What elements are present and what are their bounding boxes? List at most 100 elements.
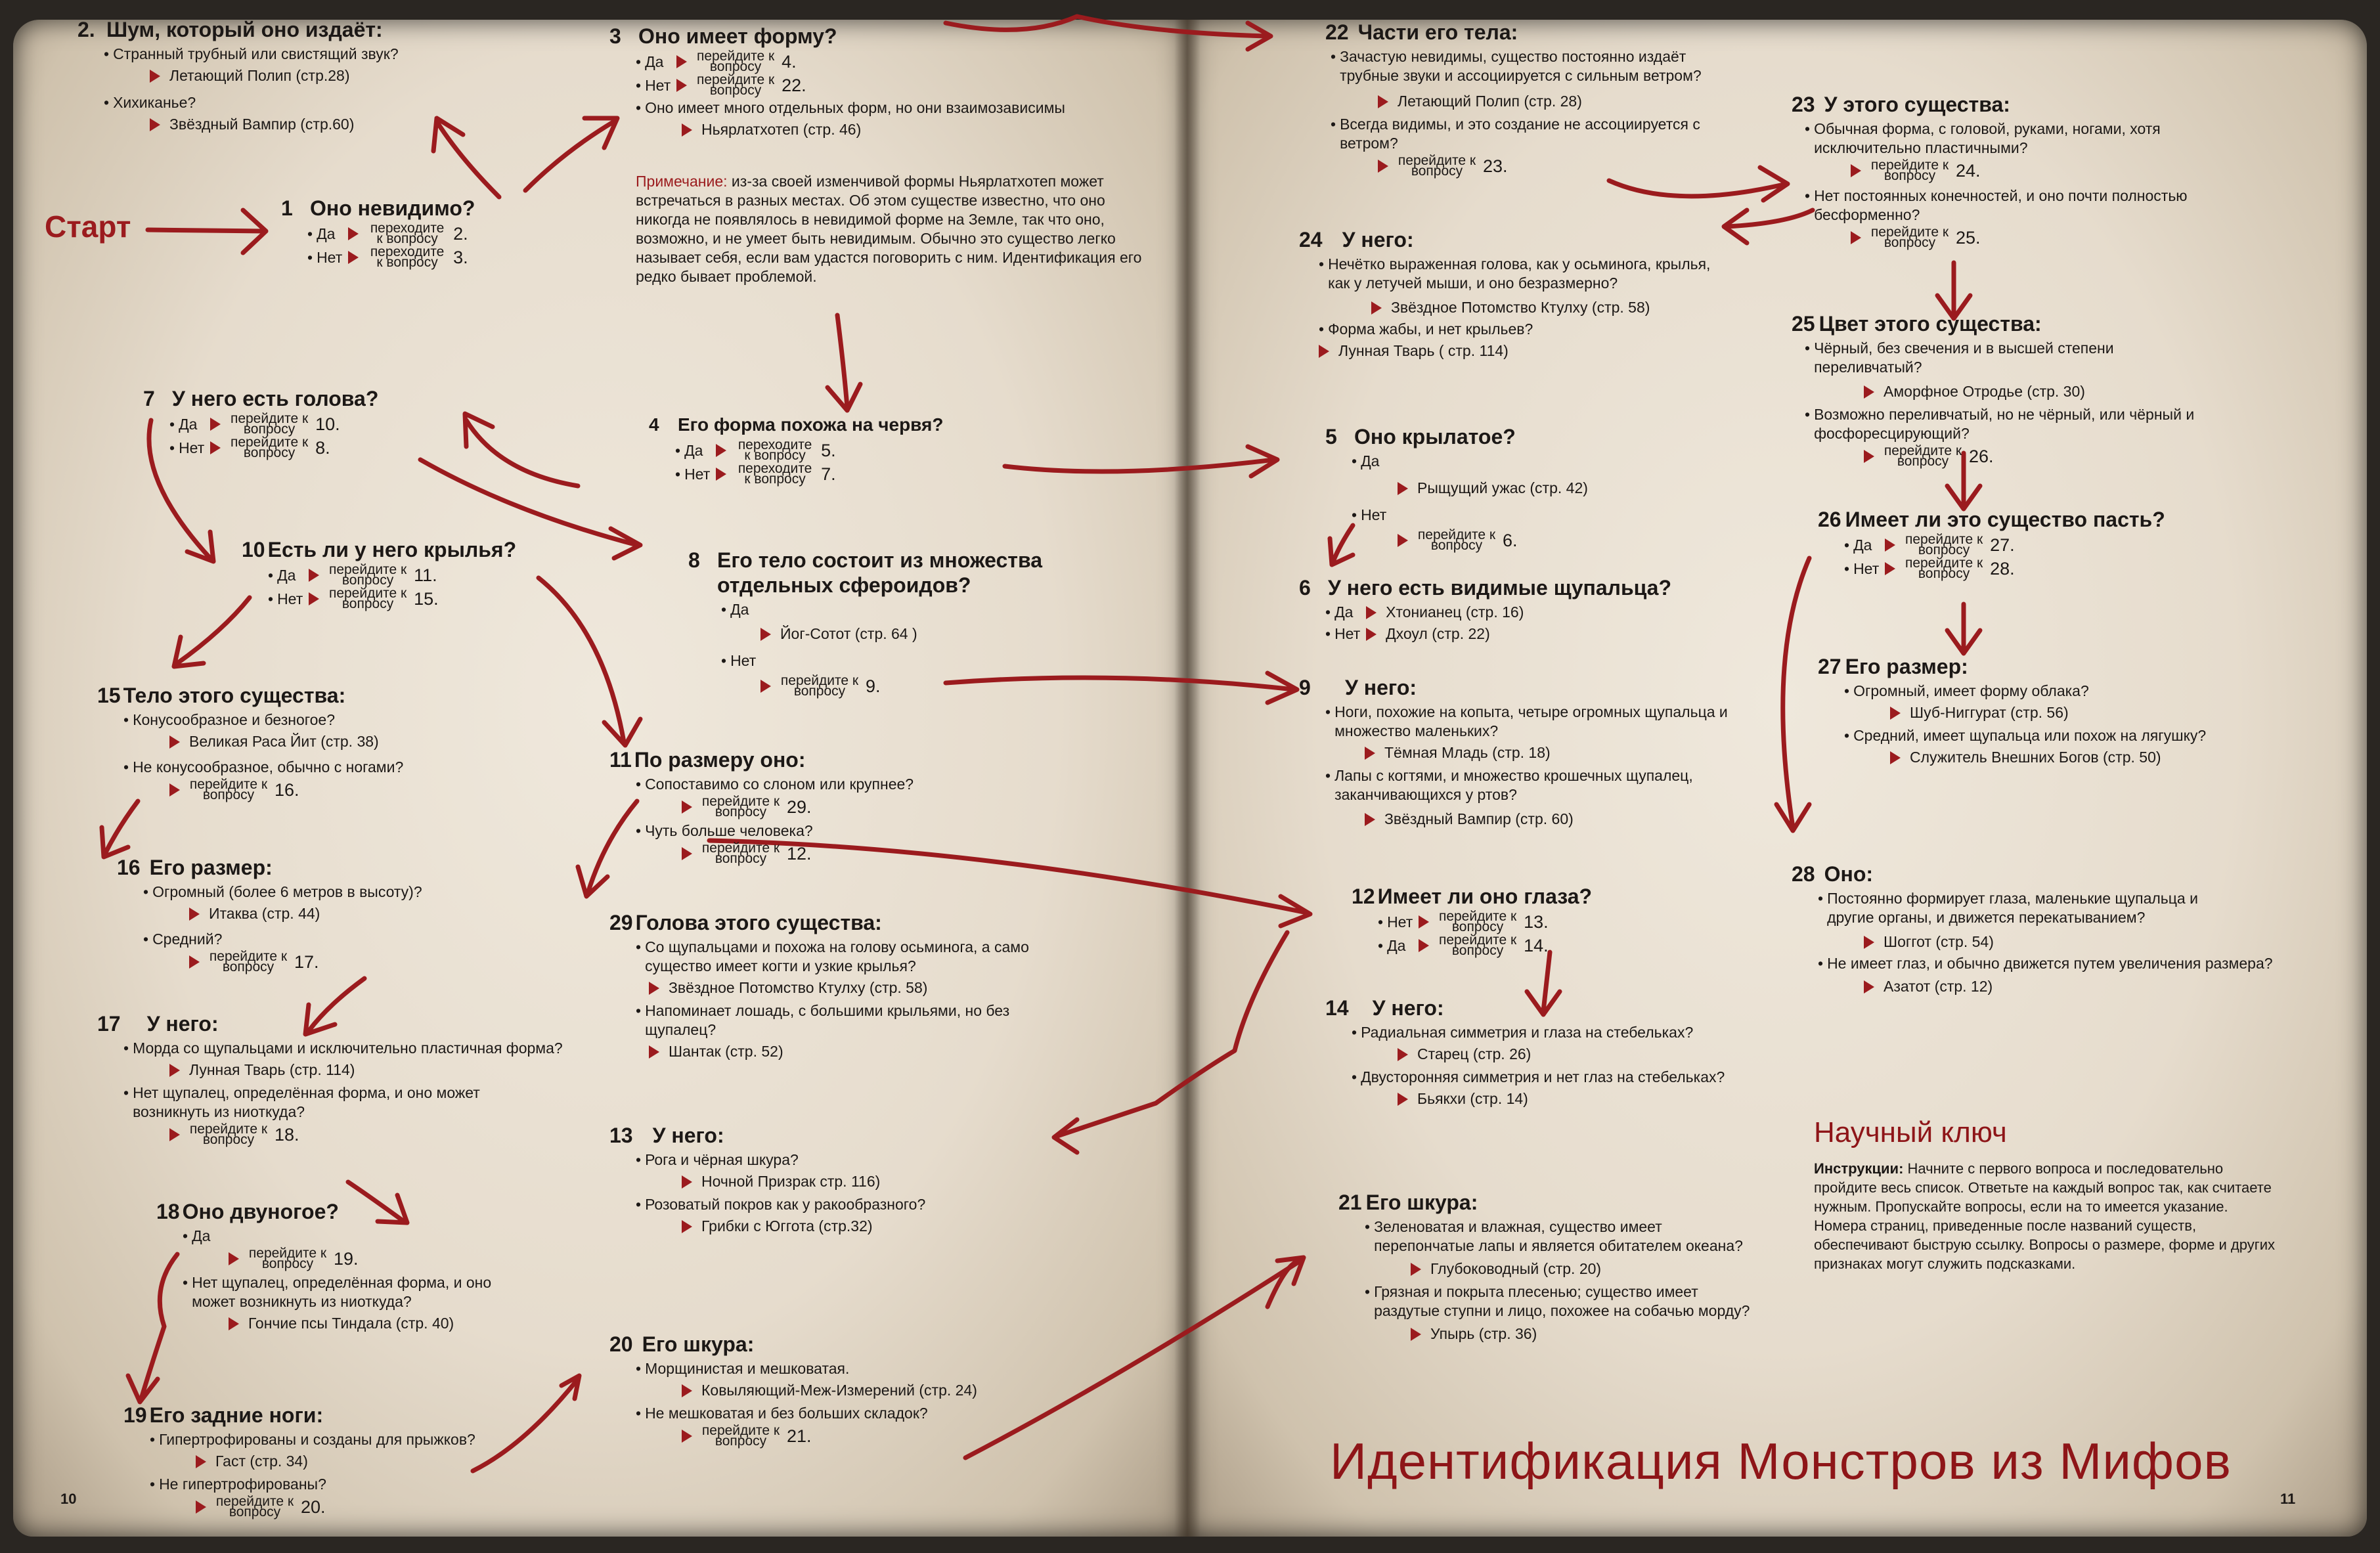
option-text: Средний, имеет щупальца или похож на ляг… [1853, 727, 2207, 744]
goto-number: 7. [821, 464, 836, 484]
goto-number: 24. [1956, 160, 1981, 181]
arrow-q3-q22 [943, 14, 1270, 39]
arrow-q11-q29-head [575, 864, 610, 899]
triangle-icon [1365, 746, 1375, 760]
option-no: Нет [730, 652, 757, 669]
triangle-icon [1371, 301, 1382, 315]
triangle-icon [1851, 164, 1861, 177]
option-text: Чуть больше человека? [645, 822, 813, 839]
question-title: Его задние ноги: [149, 1403, 324, 1427]
question-number: 12 [1352, 885, 1375, 908]
option-yes: Да [1334, 603, 1354, 621]
book-spine [1174, 20, 1201, 1537]
result-text: Тёмная Младь (стр. 18) [1384, 744, 1551, 761]
result-text: Гончие псы Тиндала (стр. 40) [248, 1315, 454, 1332]
option-text: Розоватый покров как у ракообразного? [645, 1196, 926, 1213]
arrow-q20-q21-head [1275, 1255, 1306, 1286]
key-instructions: Инструкции: Начните с первого вопроса и … [1814, 1159, 2280, 1273]
question-title: У него есть видимые щупальца? [1328, 576, 1672, 600]
arrow-q12-q13 [1055, 930, 1290, 1139]
triangle-icon [760, 680, 771, 693]
question-number: 6 [1299, 576, 1311, 600]
goto-number: 25. [1956, 227, 1981, 248]
result-text: Упырь (стр. 36) [1430, 1325, 1537, 1342]
goto-number: 14. [1524, 935, 1549, 955]
result-text: Великая Раса Йит (стр. 38) [189, 733, 379, 750]
goto-label: перейдите к вопросу [1905, 556, 1983, 581]
triangle-icon [682, 800, 692, 814]
triangle-icon [1885, 538, 1896, 552]
question-title: Тело этого существа: [123, 684, 346, 707]
triangle-icon [1366, 605, 1377, 619]
option-no: Нет [1334, 625, 1361, 642]
result-text: Летающий Полип (стр. 28) [1398, 93, 1582, 110]
result-text: Ночной Призрак стр. 116) [701, 1173, 881, 1190]
arrow-q5-q6-head [1327, 536, 1355, 567]
goto-number: 28. [1990, 558, 2015, 579]
goto-label: перейдите к вопросу [189, 777, 268, 802]
question-title: Цвет этого существа: [1818, 312, 2042, 336]
result-text: Звёздный Вампир (стр. 60) [1384, 810, 1574, 827]
option-text: Нет [1361, 506, 1387, 523]
result-text: Глубоководный (стр. 20) [1430, 1260, 1602, 1277]
option-text: Зеленоватая и влажная, существо имеет пе… [1374, 1218, 1743, 1254]
arrow-q12-q14-head [1524, 989, 1562, 1017]
arrow-q18-q19 [139, 1252, 180, 1401]
key-title: Научный ключ [1814, 1116, 2007, 1148]
option-text: Обычная форма, с головой, руками, ногами… [1814, 120, 2161, 156]
result-text: Итаква (стр. 44) [209, 905, 320, 922]
arrow-to-q3-head [582, 116, 620, 150]
arrow-q20-q21 [963, 1258, 1303, 1460]
result-text: Звёздное Потомство Ктулху (стр. 58) [1391, 299, 1650, 316]
result-text: Звёздное Потомство Ктулху (стр. 58) [669, 979, 928, 996]
option-yes: Да [684, 441, 703, 459]
question-title: Его размер: [149, 856, 273, 879]
goto-number: 12. [787, 843, 812, 864]
goto-label: перейдите к вопросу [328, 586, 407, 611]
question-number: 21 [1338, 1191, 1362, 1214]
option-no: Нет [277, 590, 303, 607]
question-title: У него: [1345, 676, 1417, 699]
arrow-q7-q8-head [608, 526, 643, 561]
result-text: Ньярлатхотеп (стр. 46) [701, 121, 862, 138]
triangle-icon [1890, 706, 1901, 720]
result-text: Гаст (стр. 34) [215, 1453, 308, 1470]
note-label: Примечание: [636, 173, 728, 190]
goto-label: переходите к вопросу [738, 437, 812, 463]
option-text: Не гипертрофированы? [159, 1476, 326, 1493]
triangle-icon [682, 123, 692, 137]
question-number: 15 [97, 684, 121, 707]
triangle-icon [1890, 751, 1901, 764]
question-number: 10 [242, 538, 265, 561]
arrow-q5-q6 [1331, 523, 1355, 564]
arrow-q23-q24-head [1721, 208, 1750, 246]
option-text: Хихиканье? [113, 94, 196, 111]
goto-label: перейдите к вопросу [696, 49, 775, 74]
arrow-q22-q23 [1606, 178, 1789, 199]
option-no: Нет [1853, 559, 1880, 577]
option-text: Двусторонняя симметрия и нет глаз на сте… [1361, 1068, 1725, 1085]
question-number: 16 [117, 856, 141, 879]
triangle-icon [716, 444, 727, 457]
question-number: 3 [609, 24, 621, 48]
option-text: Со щупальцами и похожа на голову осьмино… [645, 938, 1029, 974]
option-no: Нет [1387, 913, 1413, 930]
option-text: Нет постоянных конечностей, и оно почти … [1814, 187, 2188, 223]
option-yes: Да [1387, 936, 1406, 954]
question-title: Оно двуногое? [182, 1200, 339, 1223]
result-text: Бьякхи (стр. 14) [1417, 1090, 1528, 1107]
question-number: 1 [281, 196, 293, 220]
goto-label: перейдите к вопросу [248, 1246, 327, 1271]
arrow-q7-q10-head [185, 529, 216, 564]
triangle-icon [1398, 1092, 1408, 1106]
arrow-q10-q15-head [171, 634, 206, 669]
result-text: Старец (стр. 26) [1417, 1045, 1532, 1062]
